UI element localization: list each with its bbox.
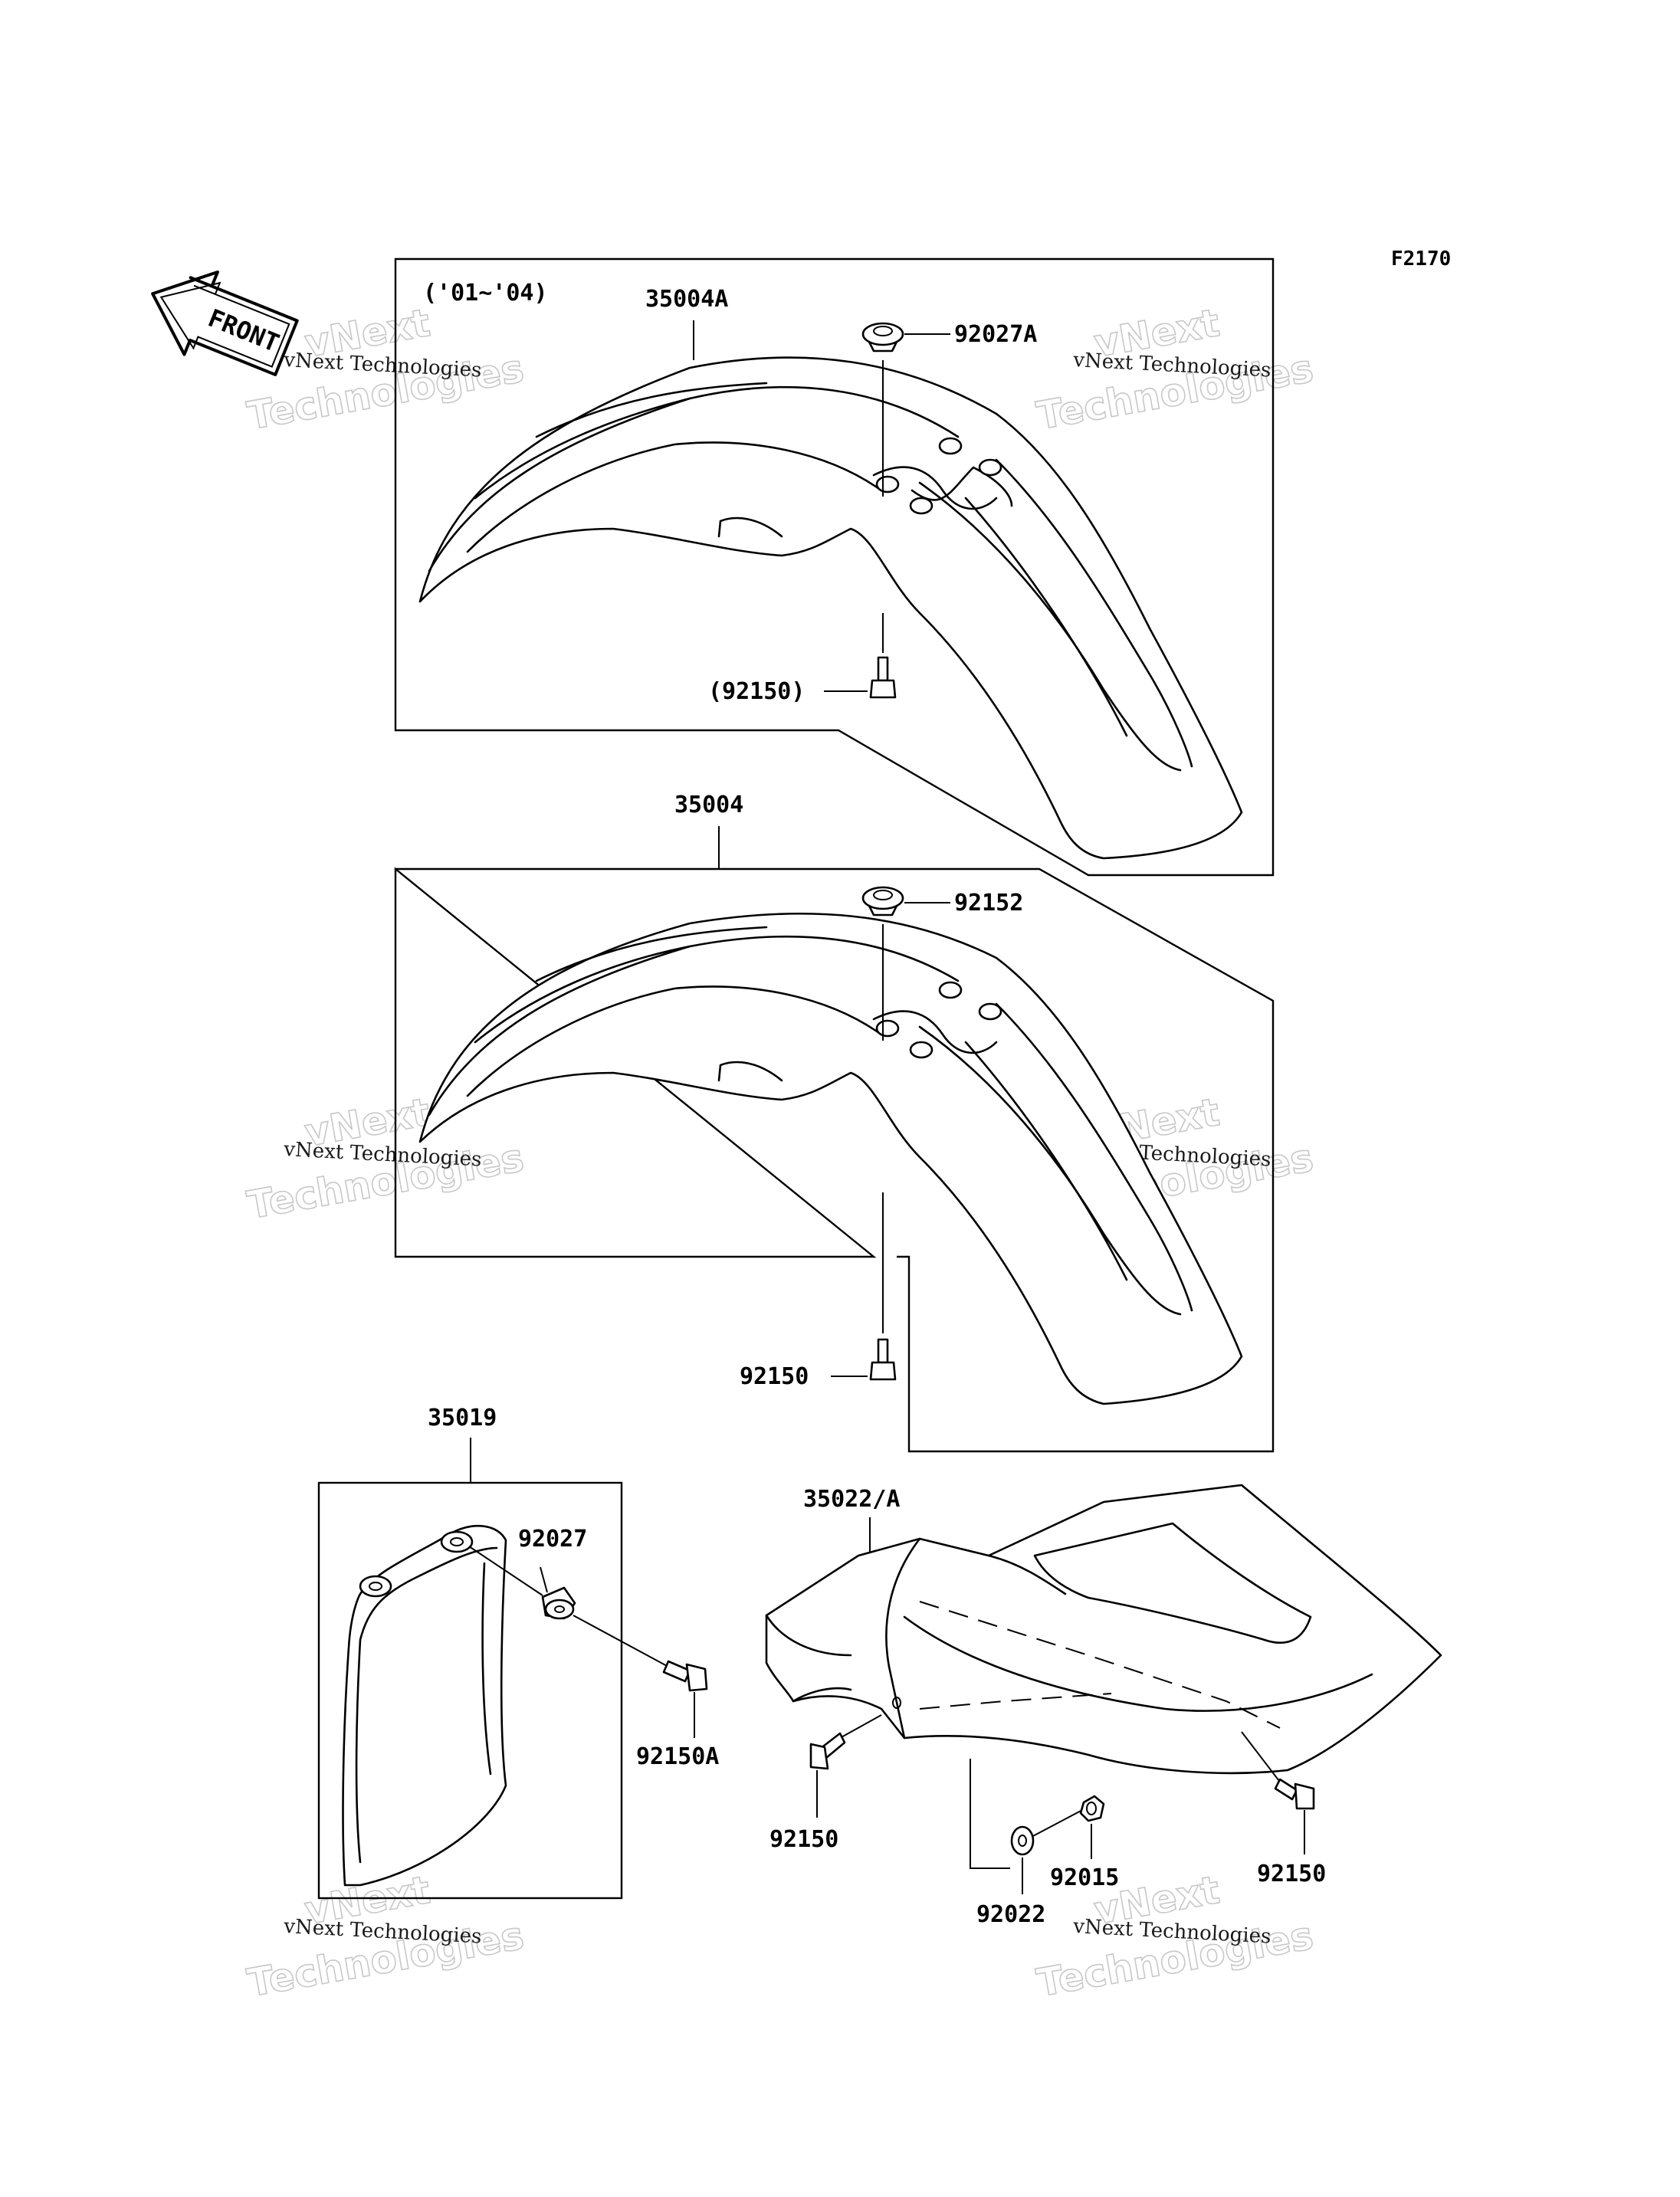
box-guard-35019: 35019 92027 92150A [317,1405,719,1900]
callout-35019: 35019 [428,1405,497,1431]
callout-92027A: 92027A [954,321,1037,348]
figure-code: F2170 [1391,248,1451,271]
grommet-92152: 92152 [861,886,1023,1041]
callout-92150-optional: (92150) [708,678,805,705]
bolt-92150-front: 92150 [740,1192,897,1390]
bolt-92150-rear-right: 92150 [1241,1731,1326,1887]
callout-92150-rear-left: 92150 [769,1826,838,1853]
callout-35022A: 35022/A [803,1486,900,1513]
box-fender-35004A: ('01~'04) 92027A [394,257,1275,877]
grommet-92027A: 92027A [861,321,1037,497]
callout-92152: 92152 [954,890,1023,917]
bolt-92150-rear-left: 92150 [769,1714,882,1853]
bolt-92150-optional: (92150) [708,613,897,705]
callout-92150-front: 92150 [740,1363,809,1390]
front-fender-35004 [418,912,1243,1405]
washer-92022-and-nut-92015: 92022 92015 [970,1759,1119,1928]
front-direction-arrow: FRONT [151,270,299,376]
callout-92022: 92022 [976,1901,1045,1928]
callout-35004: 35004 [674,792,743,818]
callout-92027: 92027 [518,1526,587,1553]
fork-guard [342,1524,507,1887]
box-fender-35004: 35004 92152 [394,792,1275,1453]
year-range-label: ('01~'04) [423,280,548,307]
front-fender-35004A [418,356,1243,860]
callout-92150A: 92150A [636,1743,719,1770]
grommet-92027: 92027 [468,1526,587,1620]
bolt-92150A: 92150A [573,1615,719,1770]
rear-fender-assembly: 35022/A 92150 92 [765,1484,1442,1928]
callout-35004A: 35004A [645,286,728,313]
callout-92015: 92015 [1050,1864,1119,1891]
rear-fender [765,1484,1442,1775]
callout-92150-rear-right: 92150 [1257,1861,1326,1887]
